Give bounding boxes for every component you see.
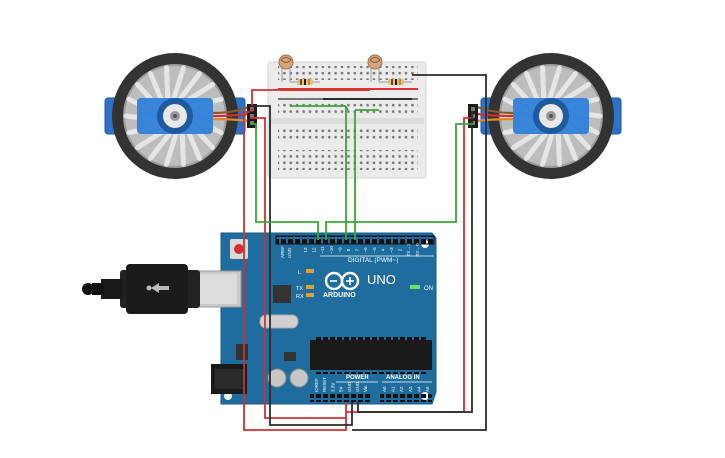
pin-label: A0 <box>382 386 387 392</box>
pin-label: ~3 <box>389 247 394 253</box>
power-header[interactable] <box>310 394 370 402</box>
pin-label: GND <box>355 381 360 392</box>
pin-label: Vin <box>363 385 368 392</box>
pin-label: 8 <box>346 248 351 251</box>
arduino-logo <box>324 271 360 291</box>
pin-label: RESET <box>322 377 327 392</box>
wire-5v-left-servo-2 <box>250 117 346 419</box>
usb-symbol-icon <box>151 283 169 293</box>
wheel-left[interactable] <box>104 53 257 179</box>
wire-5v-breadboard <box>251 89 283 112</box>
pin-label: A3 <box>408 386 413 392</box>
breadboard-jumpers <box>282 89 412 111</box>
wires <box>243 74 487 431</box>
arduino-logo-text: ARDUINO <box>323 292 356 299</box>
pin-label: 2 <box>398 248 403 251</box>
header-labels: AREF GND <box>280 246 292 258</box>
pin-label: A2 <box>399 386 404 392</box>
led-l-label: L <box>298 270 301 276</box>
on-led <box>410 285 420 289</box>
pin-label: 4 <box>380 248 385 251</box>
pin-label: 13 <box>303 247 308 253</box>
resistor-left[interactable] <box>290 79 320 85</box>
digital-label: DIGITAL (PWM~) <box>348 257 398 264</box>
model-label: UNO <box>367 272 396 287</box>
svg-text:AREF: AREF <box>280 246 285 258</box>
wire-gnd-breadboard <box>352 74 487 431</box>
pin-label: ~11 <box>320 246 325 254</box>
pin-label: IOREF <box>314 378 319 392</box>
pin-label: 7 <box>355 248 360 251</box>
svg-text:GND: GND <box>287 247 292 258</box>
wire-gnd-right-servo <box>357 111 474 413</box>
pin-label: 5V <box>339 386 344 392</box>
pin-label: ~10 <box>329 246 334 254</box>
pin-label: ~6 <box>363 247 368 253</box>
analog-header[interactable] <box>380 394 432 402</box>
power-label: POWER <box>346 375 369 381</box>
pin-label: 3.3V <box>330 383 335 392</box>
photoresistor-right[interactable] <box>367 54 383 82</box>
capacitor-1 <box>267 368 287 388</box>
pin-label: GND <box>347 381 352 392</box>
pin-label: RX←0 <box>415 243 420 257</box>
pin-label: A1 <box>391 386 396 392</box>
pin-label: 12 <box>312 247 317 253</box>
on-label: ON <box>424 286 433 292</box>
wire-signal-left-servo <box>250 123 319 240</box>
photoresistor-left[interactable] <box>278 54 294 82</box>
arduino-board[interactable]: ON L TX RX ARDUINO UNO DIGITAL (PWM~) AN… <box>196 232 437 405</box>
usb-chip <box>273 285 291 303</box>
analog-label: ANALOG IN <box>386 375 420 381</box>
usb-cable[interactable] <box>82 264 200 314</box>
led-tx-label: TX <box>296 286 303 292</box>
capacitor-2 <box>289 368 309 388</box>
pin-label: A4 <box>416 386 421 392</box>
wheel-right[interactable] <box>468 53 622 179</box>
wire-5v-left-servo <box>243 111 347 431</box>
pin-label: A5 <box>425 386 430 392</box>
pin-label: TX→1 <box>406 243 411 256</box>
pin-label: ~9 <box>337 247 342 253</box>
wire-gnd-left-servo <box>250 105 353 426</box>
resistor-right[interactable] <box>379 79 412 85</box>
led-rx-label: RX <box>296 294 304 300</box>
pin-label: ~5 <box>372 247 377 253</box>
atmega-chip <box>310 340 432 370</box>
wire-signal-right-servo <box>325 123 474 240</box>
